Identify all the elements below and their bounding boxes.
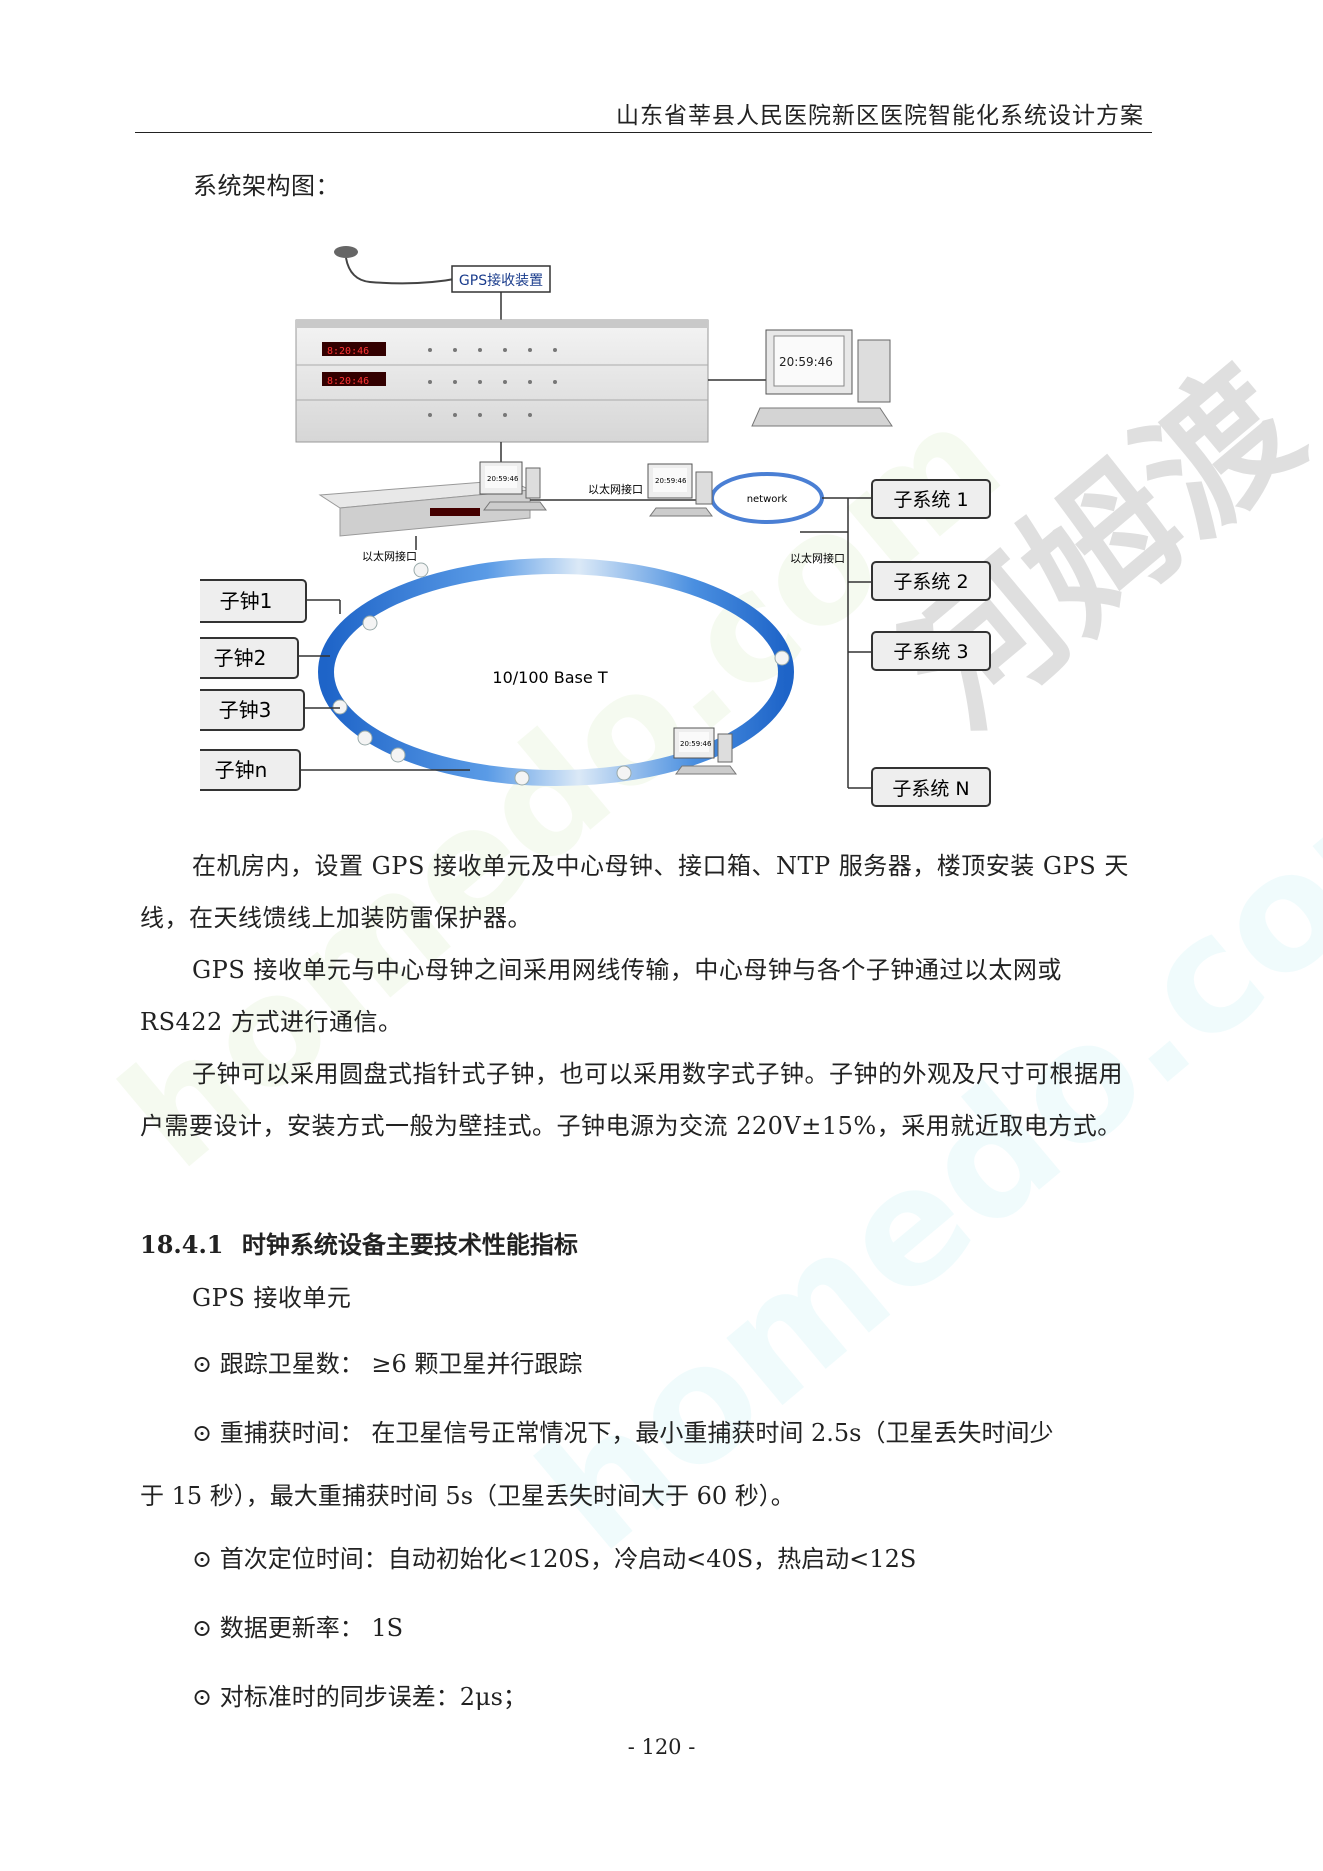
- ethernet-interface-label-right: 以太网接口: [790, 552, 845, 565]
- svg-text:子钟1: 子钟1: [220, 589, 273, 613]
- spec-first-fix-time: ⊙ 首次定位时间：自动初始化<120S，冷启动<40S，热启动<12S: [192, 1545, 917, 1573]
- svg-text:子钟3: 子钟3: [219, 698, 272, 722]
- subsystem-n: 子系统 N: [871, 767, 991, 807]
- gps-device-label: GPS接收装置: [459, 272, 543, 289]
- subsystem-2: 子系统 2: [871, 561, 991, 601]
- sub-clock-1: 子钟1: [200, 579, 307, 623]
- computer-monitor-icon: 20:59:46: [751, 329, 893, 427]
- section-title: 时钟系统设备主要技术性能指标: [241, 1230, 578, 1259]
- header-title: 山东省莘县人民医院新区医院智能化系统设计方案: [616, 103, 1144, 129]
- sub-clock-2: 子钟2: [200, 637, 299, 679]
- svg-text:8:20:46: 8:20:46: [327, 376, 369, 387]
- svg-text:20:59:46: 20:59:46: [680, 740, 712, 748]
- network-label: network: [747, 494, 788, 505]
- paragraph-1: 在机房内，设置 GPS 接收单元及中心母钟、接口箱、NTP 服务器，楼顶安装 G…: [140, 852, 1129, 932]
- svg-text:子钟n: 子钟n: [215, 758, 268, 782]
- ethernet-interface-label-left: 以太网接口: [362, 550, 417, 563]
- system-architecture-diagram: GPS接收装置 8:20:46 8:20:46 20:59:46: [200, 246, 991, 807]
- gps-antenna-icon: [334, 246, 461, 285]
- spec-sync-error: ⊙ 对标准时的同步误差：2μs；: [192, 1683, 527, 1711]
- svg-text:20:59:46: 20:59:46: [779, 355, 833, 369]
- paragraph-3: 子钟可以采用圆盘式指针式子钟，也可以采用数字式子钟。子钟的外观及尺寸可根据用户需…: [140, 1060, 1123, 1140]
- svg-text:子系统 2: 子系统 2: [893, 571, 968, 593]
- master-clock-rack: 8:20:46 8:20:46: [295, 319, 709, 480]
- subsystem-1: 子系统 1: [871, 479, 991, 519]
- ring-computer-3-icon: 20:59:46: [673, 727, 737, 775]
- ethernet-interface-label-top: 以太网接口: [588, 483, 643, 496]
- svg-text:子系统 N: 子系统 N: [892, 778, 969, 800]
- ntp-server-box: [318, 479, 532, 537]
- gps-unit-label: GPS 接收单元: [192, 1284, 352, 1312]
- sub-clock-n: 子钟n: [200, 749, 301, 791]
- section-number: 18.4.1: [140, 1230, 224, 1259]
- spec-update-rate: ⊙ 数据更新率： 1S: [192, 1614, 404, 1642]
- svg-text:20:59:46: 20:59:46: [655, 477, 687, 485]
- svg-text:8:20:46: 8:20:46: [327, 346, 369, 357]
- svg-text:子系统 1: 子系统 1: [893, 489, 968, 511]
- ring-computer-1-icon: 20:59:46: [479, 461, 547, 511]
- ring-computer-2-icon: 20:59:46: [647, 463, 713, 517]
- svg-text:子钟2: 子钟2: [214, 646, 267, 670]
- gps-device-box: [451, 265, 551, 293]
- svg-text:20:59:46: 20:59:46: [487, 475, 519, 483]
- spec-reacquisition-time: ⊙ 重捕获时间： 在卫星信号正常情况下，最小重捕获时间 2.5s（卫星丢失时间少: [192, 1419, 1054, 1447]
- section-heading: 18.4.1 时钟系统设备主要技术性能指标: [140, 1225, 578, 1260]
- ring-label: 10/100 Base T: [492, 668, 607, 687]
- page-header: 山东省莘县人民医院新区医院智能化系统设计方案: [135, 96, 1152, 133]
- sub-clock-3: 子钟3: [200, 689, 305, 731]
- ethernet-ring: [318, 558, 794, 786]
- diagram-caption: 系统架构图：: [193, 172, 340, 200]
- svg-text:子系统 3: 子系统 3: [893, 641, 968, 663]
- page-number: - 120 -: [627, 1735, 696, 1759]
- spec-reacquisition-time-cont: 于 15 秒），最大重捕获时间 5s（卫星丢失时间大于 60 秒）。: [140, 1482, 795, 1510]
- paragraph-2: GPS 接收单元与中心母钟之间采用网线传输，中心母钟与各个子钟通过以太网或 RS…: [140, 956, 1062, 1036]
- subsystem-3: 子系统 3: [871, 631, 991, 671]
- spec-tracking-satellites: ⊙ 跟踪卫星数： ≥6 颗卫星并行跟踪: [192, 1350, 583, 1378]
